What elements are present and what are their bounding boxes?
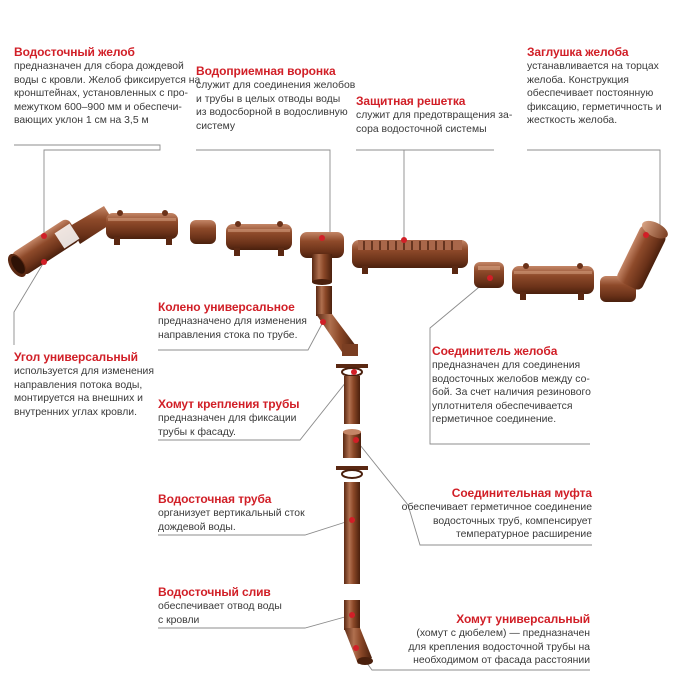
callout-funnel-desc: служит для соединения желобов и трубы в … — [196, 80, 356, 132]
callout-universal-clamp: Хомут универсальный (хомут с дюбелем) — … — [408, 612, 590, 668]
callout-funnel-title: Водоприемная воронка — [196, 64, 336, 78]
callout-gutter: Водосточный желоб предназначен для сбора… — [14, 45, 200, 128]
leader-coupling — [355, 439, 592, 546]
callout-drain: Водосточный слив обеспечивает отвод воды… — [158, 585, 282, 627]
callout-coupling: Соединительная муфта обеспечивает гермет… — [402, 486, 592, 542]
leader-elbow — [158, 321, 324, 351]
leader-clamp — [158, 371, 355, 441]
callout-funnel: Водоприемная воронка служит для соединен… — [196, 64, 355, 133]
leader-connector — [429, 277, 590, 445]
leader-cap — [527, 149, 661, 236]
callout-grid-title: Защитная решетка — [356, 94, 466, 108]
callout-pipe-title: Водосточная труба — [158, 492, 272, 506]
callout-elbow: Колено универсальное предназначено для и… — [158, 300, 307, 342]
callout-pipe-desc: организует вертикальный сток дождевой во… — [158, 508, 305, 533]
callout-pipe: Водосточная труба организует вертикальны… — [158, 492, 305, 534]
leader-lines — [13, 144, 661, 671]
callout-grid-desc: служит для предотвращения за- сора водос… — [356, 110, 513, 135]
callout-gutter-title: Водосточный желоб — [14, 45, 135, 59]
pipe-clamp-2 — [336, 466, 368, 479]
callout-gutter-desc: предназначен для сбора дождевой воды с к… — [14, 61, 201, 127]
leader-pipe — [158, 519, 353, 536]
callout-cap-desc: устанавливается на торцах желоба. Констр… — [527, 61, 662, 127]
protective-grid — [352, 240, 468, 274]
gutter-run — [7, 206, 668, 302]
gutter-connector — [474, 262, 504, 288]
callout-markers — [41, 232, 649, 651]
callout-coupling-desc: обеспечивает герметичное соединение водо… — [401, 502, 592, 541]
callout-elbow-title: Колено универсальное — [158, 300, 295, 314]
callout-cap-title: Заглушка желоба — [527, 45, 629, 59]
gutter-end-cap — [617, 220, 668, 290]
leader-gutter — [14, 144, 161, 236]
callout-drain-title: Водосточный слив — [158, 585, 271, 599]
downpipe-funnel — [300, 232, 344, 285]
drain-outlet — [344, 600, 373, 665]
callout-grid: Защитная решетка служит для предотвращен… — [356, 94, 512, 136]
leader-drain — [158, 614, 353, 629]
leader-grid — [356, 149, 494, 240]
callout-clamp: Хомут крепления трубы предназначен для ф… — [158, 397, 300, 439]
callout-connector-title: Соединитель желоба — [432, 344, 558, 358]
callout-clamp-desc: предназначен для фиксации трубы к фасаду… — [158, 413, 297, 438]
leader-corner — [13, 261, 45, 345]
callout-elbow-desc: предназначено для изменения направления … — [158, 316, 307, 341]
callout-cap: Заглушка желоба устанавливается на торца… — [527, 45, 662, 128]
callout-connector-desc: предназначен для соединения водосточных … — [432, 360, 591, 426]
callout-universal-clamp-title: Хомут универсальный — [456, 612, 590, 626]
callout-connector: Соединитель желоба предназначен для соед… — [432, 344, 591, 427]
callout-universal-clamp-desc: (хомут с дюбелем) — предназначен для кре… — [408, 628, 590, 667]
callout-corner: Угол универсальный используется для изме… — [14, 350, 154, 419]
downpipe-assembly — [316, 286, 373, 665]
callout-clamp-title: Хомут крепления трубы — [158, 397, 300, 411]
callout-drain-desc: обеспечивает отвод воды с кровли — [158, 601, 282, 626]
callout-corner-desc: используется для изменения направления п… — [14, 366, 154, 418]
callout-coupling-title: Соединительная муфта — [451, 486, 592, 500]
callout-corner-title: Угол универсальный — [14, 350, 138, 364]
